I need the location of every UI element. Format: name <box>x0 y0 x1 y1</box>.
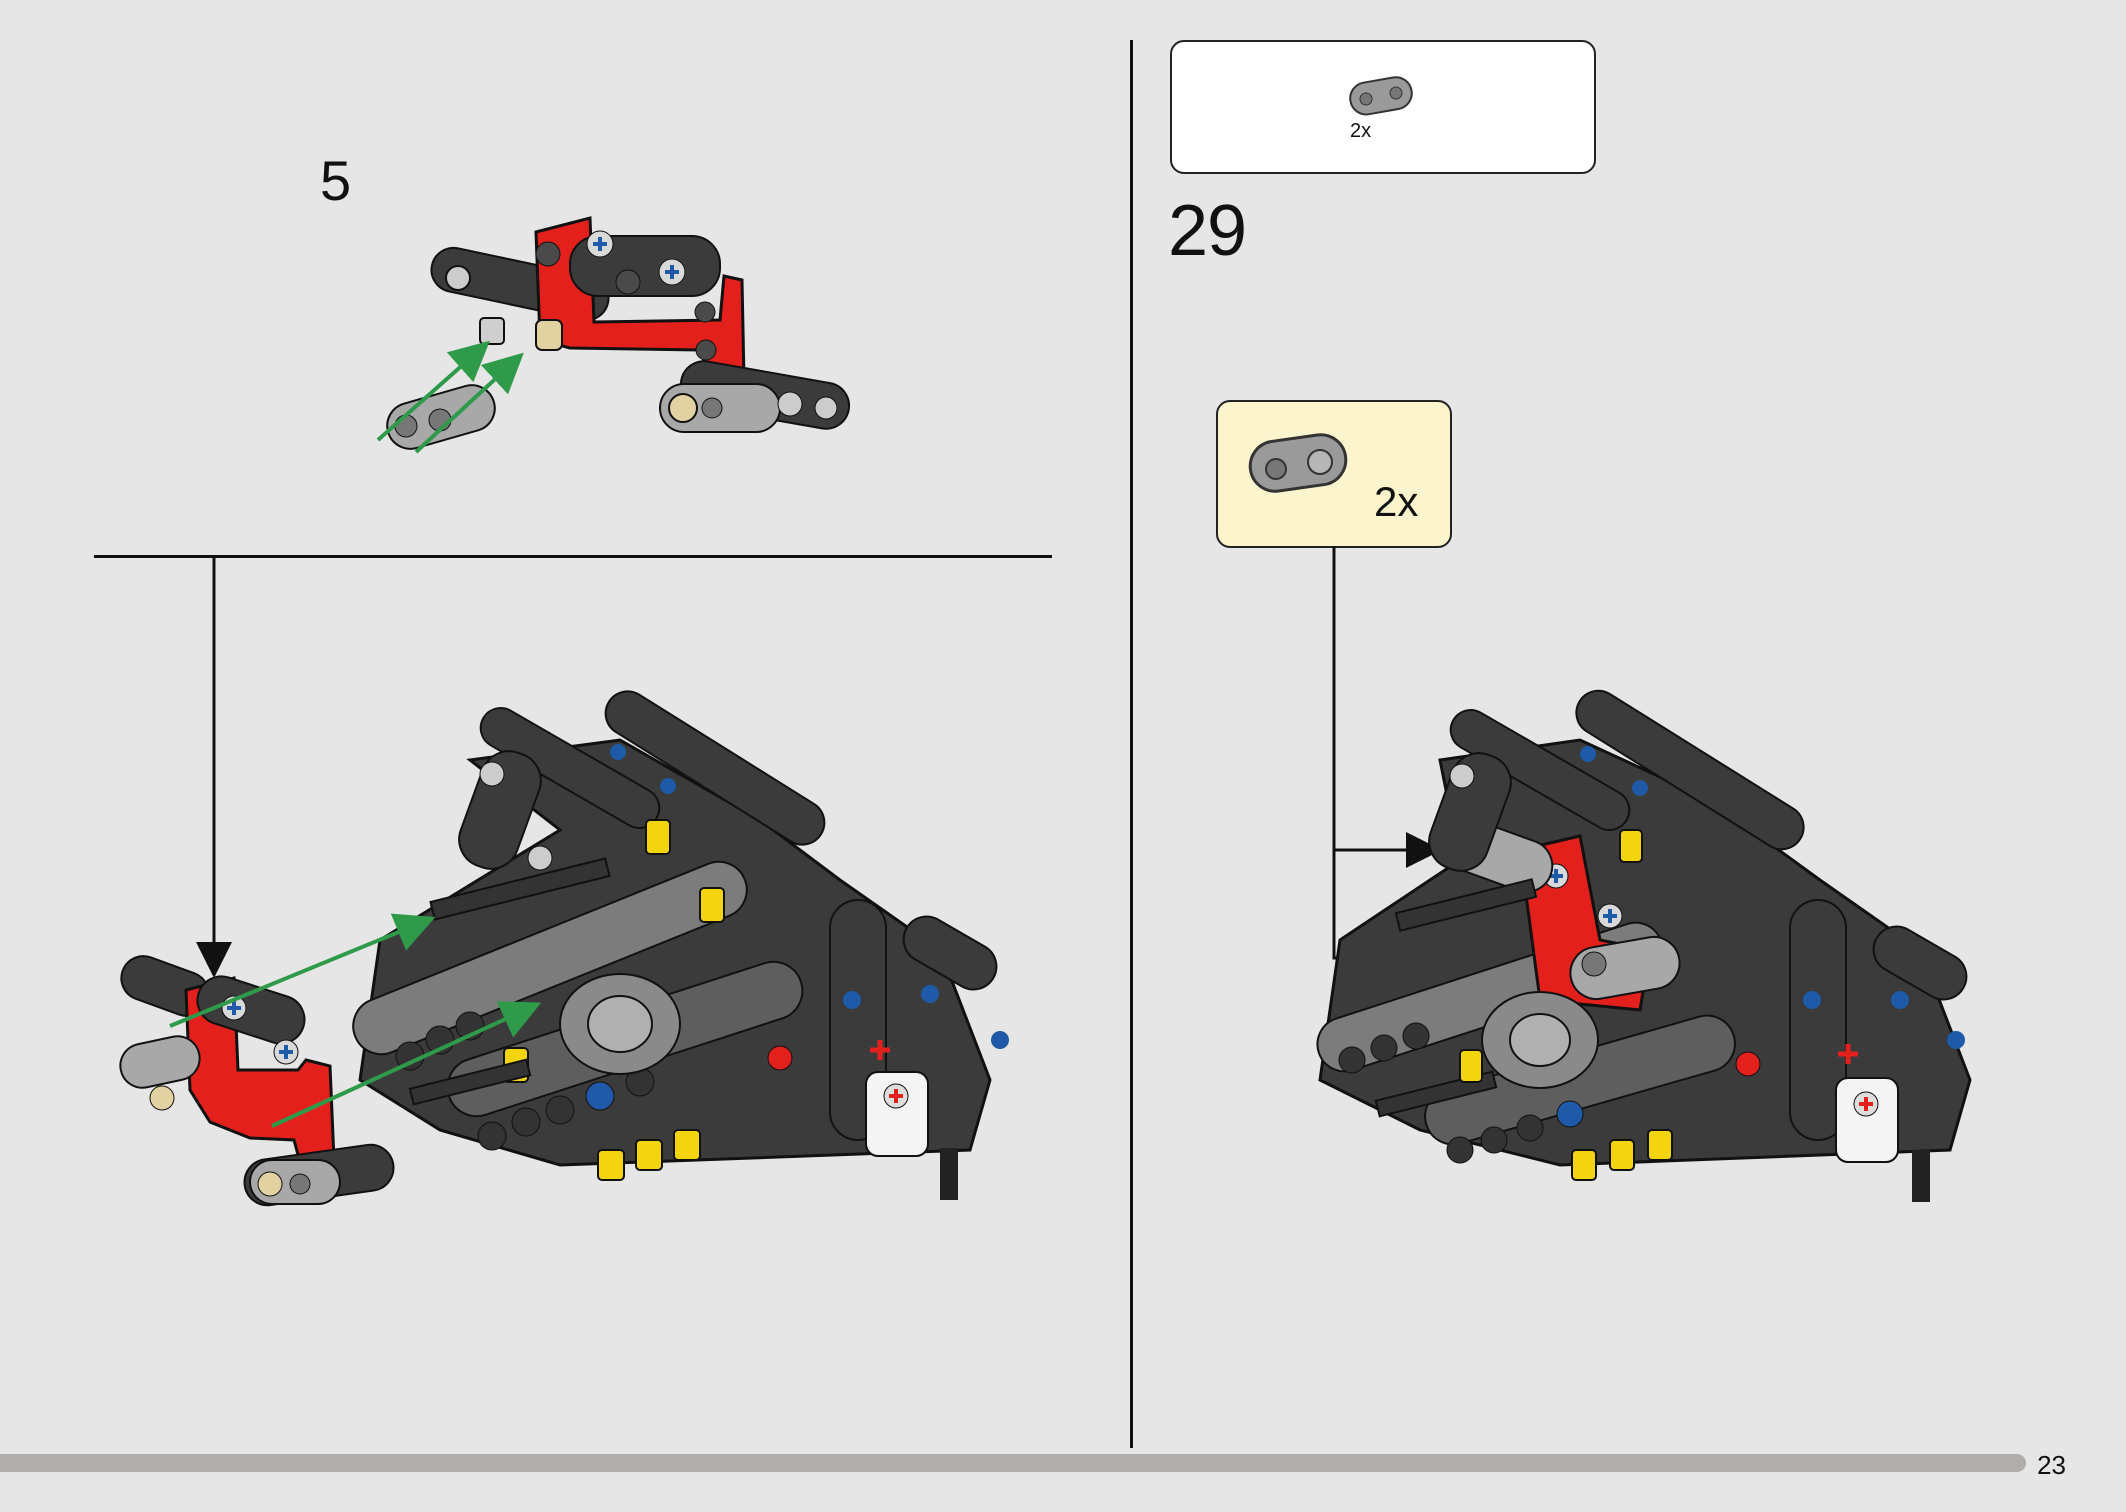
parts-list-beam-icon <box>1349 76 1413 116</box>
page-progress-bar <box>0 1454 2026 1472</box>
callout-beam-icon <box>1248 433 1348 493</box>
parts-list-count: 2x <box>1350 120 1372 142</box>
substep-divider <box>94 555 1052 558</box>
step-number: 29 <box>1168 191 1247 271</box>
assembly-model-left <box>352 690 1009 1200</box>
page-number: 23 <box>2037 1450 2066 1480</box>
attaching-subassembly <box>119 913 542 1207</box>
column-divider <box>1130 40 1133 1448</box>
substep-model <box>376 216 851 454</box>
substep-number: 5 <box>320 149 352 212</box>
callout-count: 2x <box>1374 478 1419 525</box>
assembly-model-right <box>1316 689 1972 1202</box>
